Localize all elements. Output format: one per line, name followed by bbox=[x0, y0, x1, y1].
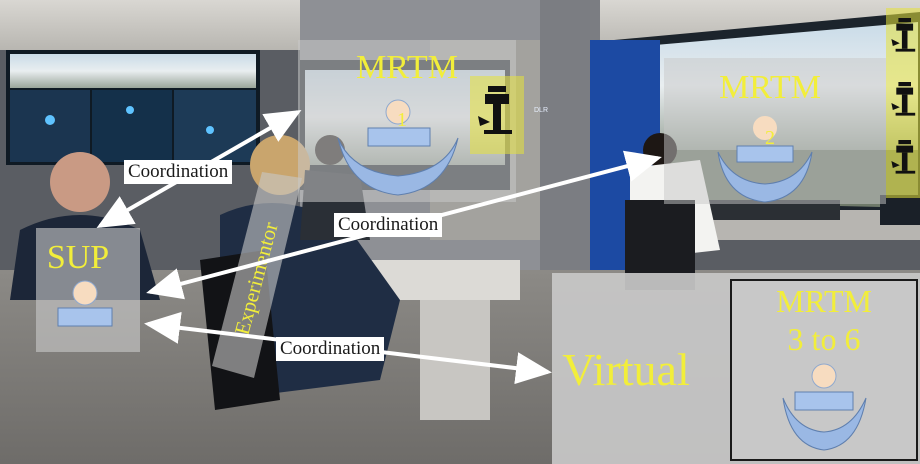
tower-icon bbox=[891, 82, 916, 116]
coordination-label-top: Coordination bbox=[124, 160, 233, 184]
mrtm2-person-head bbox=[753, 116, 777, 140]
mrtm36-person-head bbox=[811, 363, 837, 389]
tower-icon bbox=[891, 18, 916, 52]
dlr-logo: DLR bbox=[534, 107, 548, 114]
left-display-wall bbox=[6, 50, 260, 165]
tower-icon bbox=[478, 86, 512, 134]
coordination-label-middle: Coordination bbox=[334, 213, 443, 237]
mrtm36-desk-arc bbox=[782, 397, 867, 451]
mrtm1-person-body bbox=[367, 127, 431, 147]
tower-icon bbox=[891, 140, 916, 174]
mrtm2-person-body bbox=[736, 145, 794, 163]
mrtm2-overlay: MRTM 2 bbox=[664, 58, 886, 204]
svg-text:DLR: DLR bbox=[534, 107, 548, 114]
mrtm2-label: MRTM bbox=[719, 69, 821, 106]
mrtm36-label-line2: 3 to 6 bbox=[788, 321, 861, 357]
coordination-label-bottom: Coordination bbox=[276, 337, 385, 361]
virtual-overlay: Virtual MRTM 3 to 6 bbox=[552, 273, 920, 464]
mrtm1-label: MRTM bbox=[356, 49, 458, 86]
mrtm36-label-line1: MRTM bbox=[776, 283, 872, 319]
mrtm36-person-body bbox=[794, 391, 854, 411]
mrtm2-number: 2 bbox=[765, 127, 775, 149]
sup-person-head bbox=[72, 280, 98, 306]
sup-label: SUP bbox=[47, 239, 109, 276]
sup-overlay: SUP bbox=[36, 228, 140, 352]
sup-person-body bbox=[57, 307, 113, 327]
virtual-label: Virtual bbox=[562, 344, 690, 395]
tower-icon-strip bbox=[886, 8, 920, 198]
mrtm1-overlay: MRTM 1 DLR bbox=[298, 40, 548, 202]
mrtm1-number: 1 bbox=[397, 109, 407, 131]
mrtm1-person-head bbox=[385, 99, 411, 125]
mrtm2-desk-arc bbox=[717, 151, 813, 203]
